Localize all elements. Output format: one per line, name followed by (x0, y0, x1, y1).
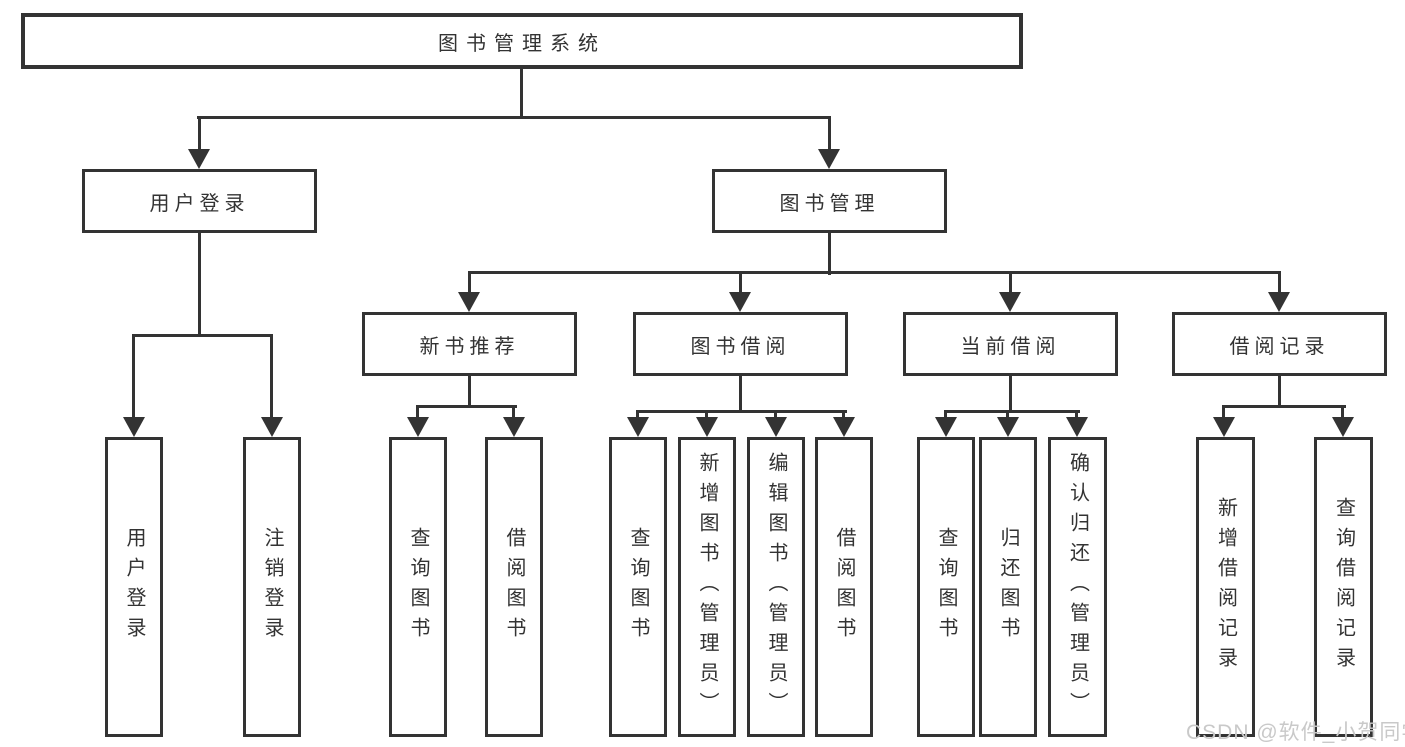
arrowhead-down-icon (261, 417, 283, 437)
connector-line (198, 116, 201, 152)
arrowhead-down-icon (1213, 417, 1235, 437)
arrowhead-down-icon (1066, 417, 1088, 437)
connector-line (1009, 271, 1012, 295)
node-root: 图书管理系统 (21, 13, 1023, 69)
connector-line (468, 376, 471, 408)
connector-line (416, 405, 517, 408)
connector-line (520, 68, 523, 118)
leaf-cb-confirm-return-admin: 确认归还（管理员） (1048, 437, 1107, 737)
arrowhead-down-icon (627, 417, 649, 437)
connector-line (636, 410, 847, 413)
node-book-management: 图书管理 (712, 169, 947, 233)
connector-line (1006, 410, 1009, 420)
connector-line (944, 410, 947, 420)
connector-line (1075, 410, 1078, 420)
connector-line (1009, 376, 1012, 413)
connector-line (828, 233, 831, 275)
connector-line (198, 233, 201, 337)
arrowhead-down-icon (997, 417, 1019, 437)
connector-line (270, 334, 273, 419)
connector-line (132, 334, 135, 419)
leaf-bb-add-books-admin: 新增图书（管理员） (678, 437, 736, 737)
arrowhead-down-icon (188, 149, 210, 169)
arrowhead-down-icon (999, 292, 1021, 312)
connector-line (842, 410, 845, 420)
leaf-logout: 注销登录 (243, 437, 301, 737)
leaf-nb-borrow-books: 借阅图书 (485, 437, 543, 737)
arrowhead-down-icon (833, 417, 855, 437)
node-borrow-records: 借阅记录 (1172, 312, 1387, 376)
leaf-user-login: 用户登录 (105, 437, 163, 737)
arrowhead-down-icon (1332, 417, 1354, 437)
arrowhead-down-icon (765, 417, 787, 437)
connector-line (828, 116, 831, 152)
connector-line (705, 410, 708, 420)
leaf-bb-borrow-books: 借阅图书 (815, 437, 873, 737)
connector-line (739, 271, 742, 295)
connector-line (416, 405, 419, 420)
arrowhead-down-icon (696, 417, 718, 437)
arrowhead-down-icon (935, 417, 957, 437)
leaf-br-add-record: 新增借阅记录 (1196, 437, 1255, 737)
connector-line (1278, 271, 1281, 295)
connector-line (197, 116, 831, 119)
connector-line (774, 410, 777, 420)
leaf-nb-query-books: 查询图书 (389, 437, 447, 737)
arrowhead-down-icon (1268, 292, 1290, 312)
arrowhead-down-icon (818, 149, 840, 169)
connector-line (512, 405, 515, 420)
leaf-br-query-record: 查询借阅记录 (1314, 437, 1373, 737)
node-current-borrow: 当前借阅 (903, 312, 1118, 376)
connector-line (1341, 405, 1344, 420)
connector-line (1222, 405, 1225, 420)
connector-line (739, 376, 742, 413)
leaf-bb-query-books: 查询图书 (609, 437, 667, 737)
arrowhead-down-icon (729, 292, 751, 312)
connector-line (1278, 376, 1281, 408)
leaf-cb-return-books: 归还图书 (979, 437, 1037, 737)
arrowhead-down-icon (458, 292, 480, 312)
node-book-borrow: 图书借阅 (633, 312, 848, 376)
connector-line (636, 410, 639, 420)
connector-line (468, 271, 471, 295)
watermark: CSDN @软件_小贺同学 (1186, 721, 1405, 744)
arrowhead-down-icon (407, 417, 429, 437)
connector-line (132, 334, 273, 337)
leaf-cb-query-books: 查询图书 (917, 437, 975, 737)
connector-line (944, 410, 1080, 413)
connector-line (468, 271, 1281, 274)
node-user-login: 用户登录 (82, 169, 317, 233)
node-new-book-recommend: 新书推荐 (362, 312, 577, 376)
leaf-bb-edit-books-admin: 编辑图书（管理员） (747, 437, 805, 737)
arrowhead-down-icon (123, 417, 145, 437)
arrowhead-down-icon (503, 417, 525, 437)
connector-line (1222, 405, 1346, 408)
